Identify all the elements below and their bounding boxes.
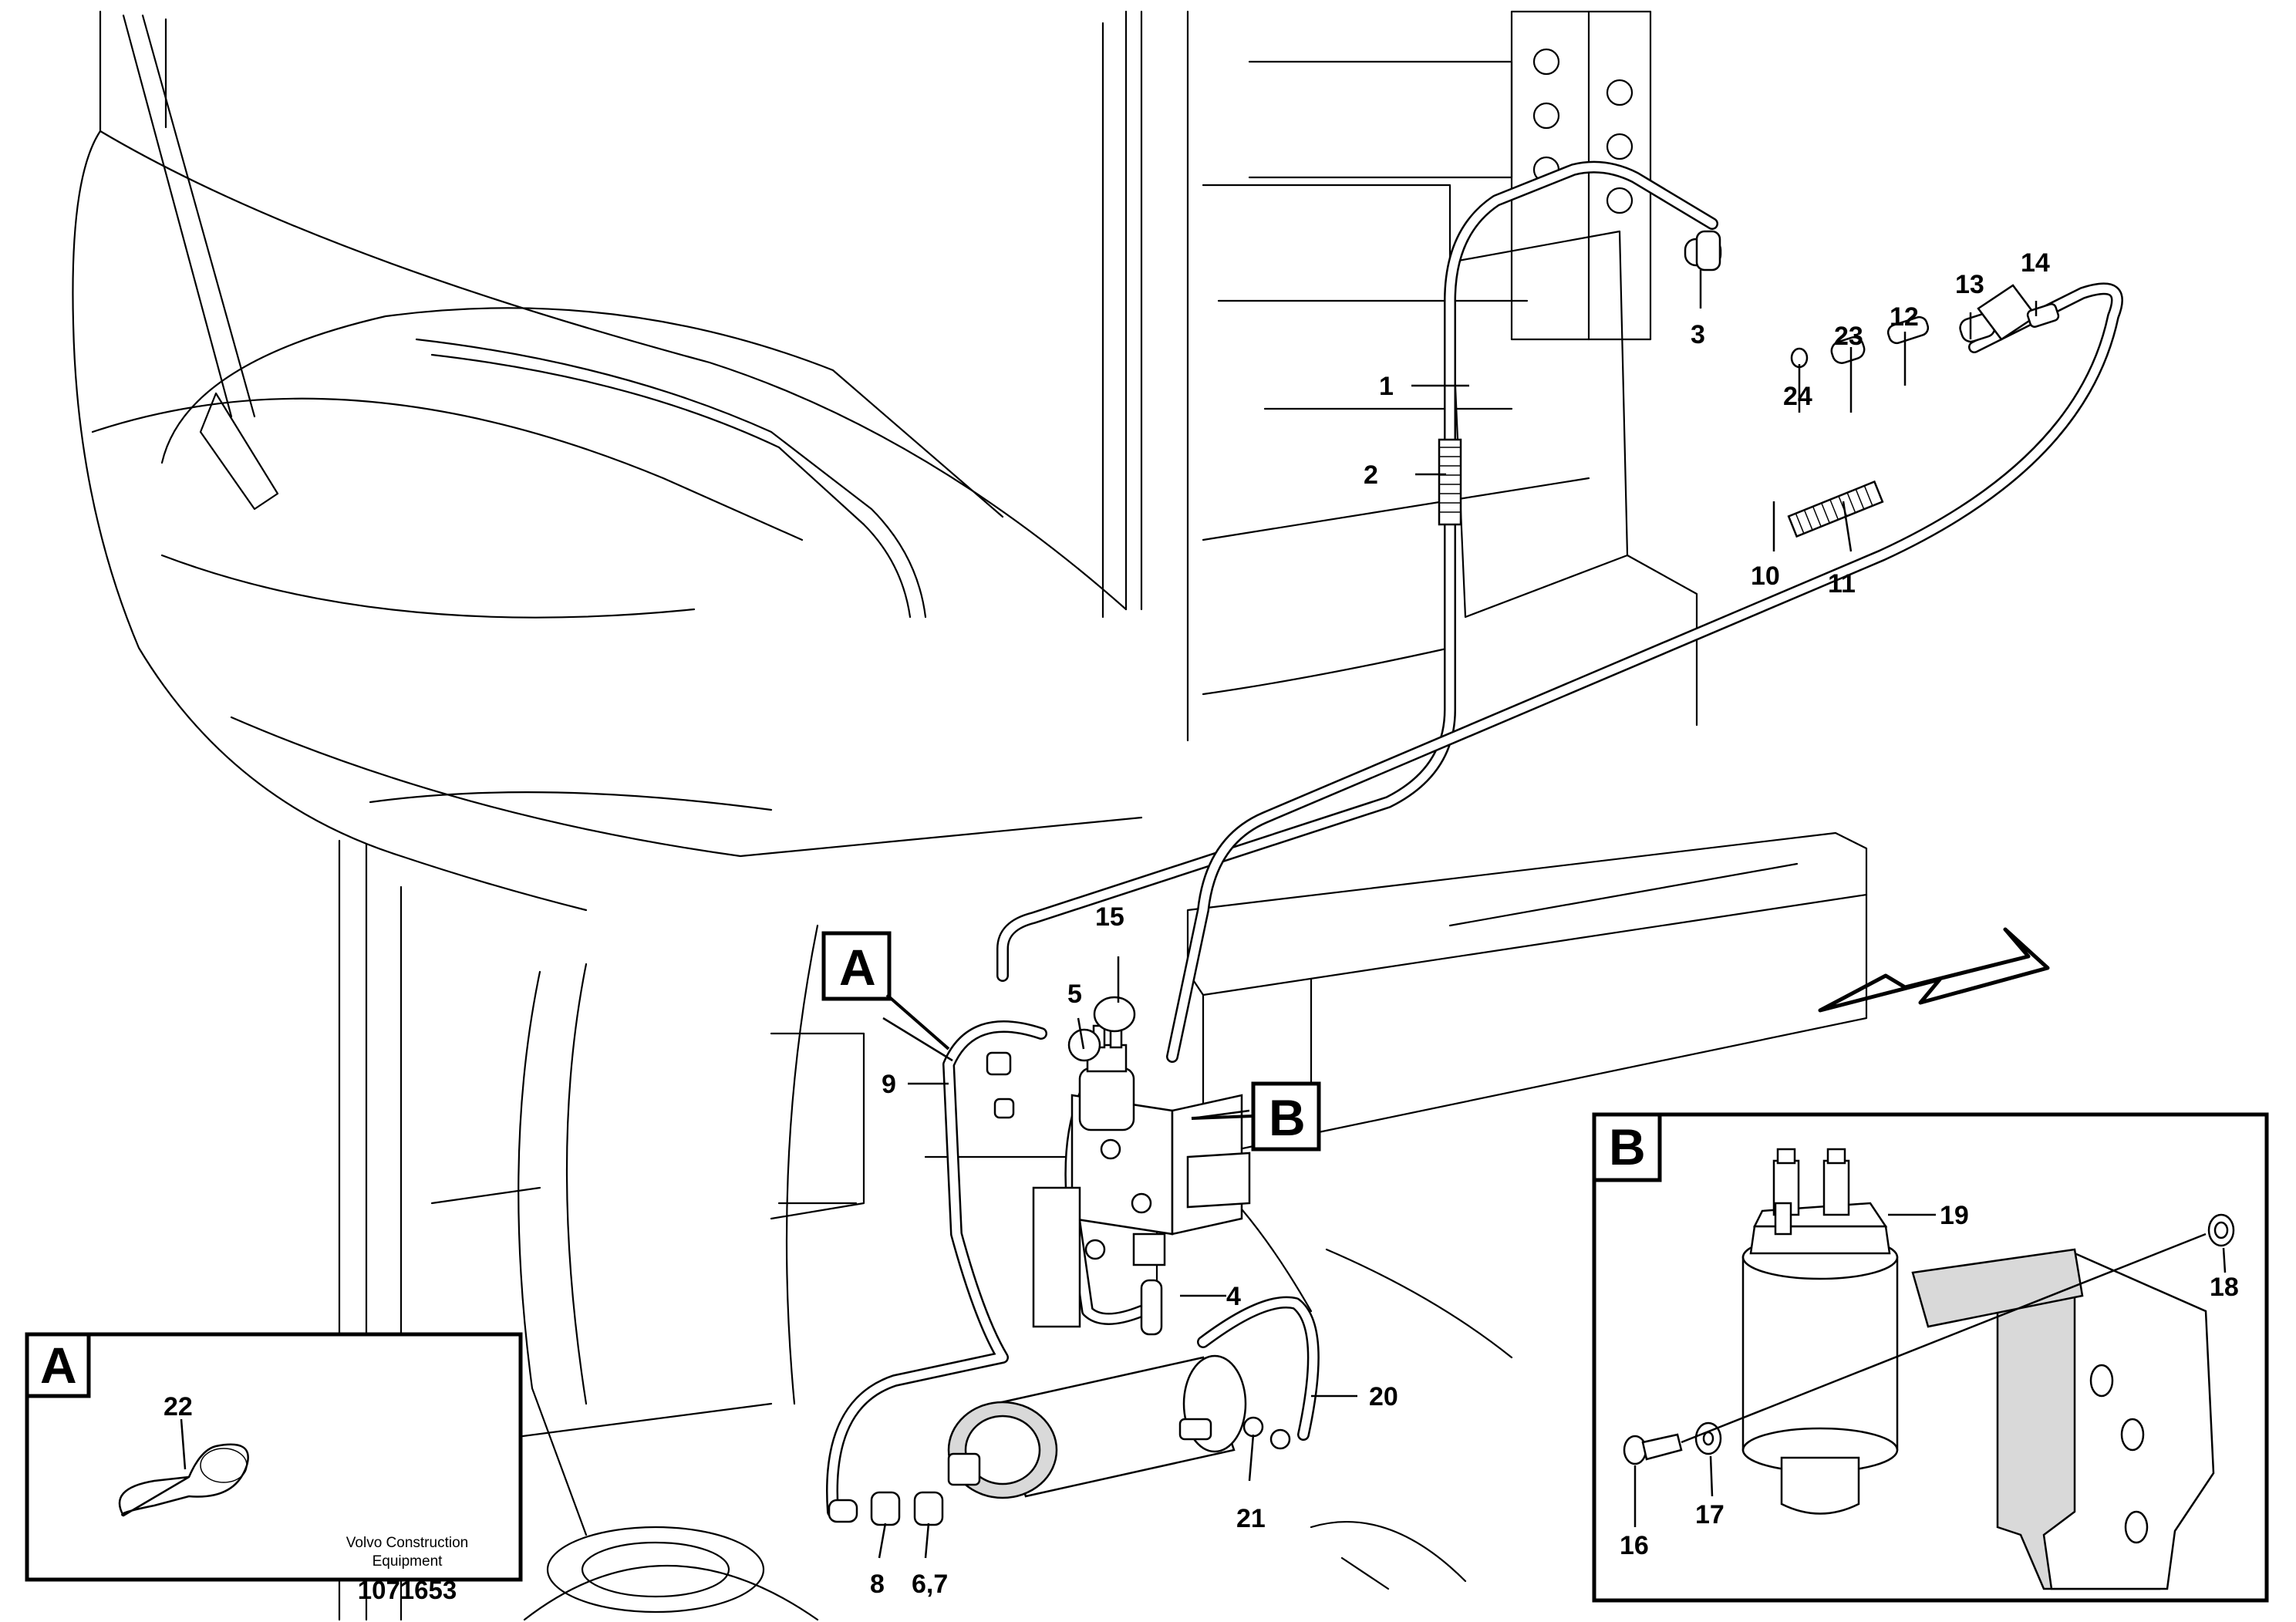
detail-marker-b: B [1191,1081,1321,1152]
callout-13: 13 [1955,270,1984,299]
company-name-line1: Volvo Construction [346,1535,468,1551]
callout-15: 15 [1095,902,1124,932]
callout-1: 1 [1379,372,1394,401]
callout-12: 12 [1890,302,1919,332]
callout-18: 18 [2210,1273,2239,1302]
callout-16: 16 [1620,1531,1649,1560]
callout-14: 14 [2021,248,2050,278]
callout-3: 3 [1691,320,1705,349]
callout-23: 23 [1834,322,1863,351]
washer-17 [1694,1421,1722,1455]
footer: Volvo Construction Equipment 1071653 [346,1535,468,1604]
callout-2: 2 [1364,460,1378,490]
mounting-bracket [1911,1248,2215,1590]
detail-view-a: A 22 [25,1332,523,1582]
callout-9: 9 [882,1070,896,1099]
callout-21: 21 [1236,1504,1266,1533]
cable-tie-icon [118,1443,249,1517]
callout-6-7: 6,7 [912,1570,948,1599]
callout-10: 10 [1751,561,1780,591]
spiral-guard-2 [1438,438,1462,526]
callout-4: 4 [1226,1282,1241,1311]
drawing-number: 1071653 [358,1576,457,1604]
callout-24: 24 [1783,382,1812,411]
svg-text:A: A [839,939,876,996]
svg-text:A: A [40,1337,77,1394]
callout-20: 20 [1369,1382,1398,1411]
callout-8: 8 [870,1570,885,1599]
solenoid-19 [1741,1148,1899,1515]
connector-3 [1684,230,1722,271]
callout-22: 22 [164,1392,193,1421]
nut-18 [2207,1213,2235,1247]
company-name-line2: Equipment [373,1553,443,1570]
callout-5: 5 [1067,980,1082,1009]
svg-text:B: B [1609,1118,1646,1175]
detail-parts-upper [1790,284,2060,369]
callout-11: 11 [1828,569,1856,599]
leader-lines [878,270,2038,1559]
svg-text:B: B [1269,1089,1306,1146]
direction-arrow [1818,927,2050,1013]
callout-19: 19 [1940,1201,1969,1230]
spiral-guard-11 [1787,480,1884,538]
bolt-16 [1623,1433,1683,1465]
component-assembly [828,996,1291,1526]
callouts-main: 1 2 3 4 5 15 9 10 11 24 23 12 13 14 20 2… [870,248,2050,1599]
callout-17: 17 [1695,1500,1725,1529]
detail-marker-a: A [821,931,950,1050]
detail-view-b: B [1592,1112,2269,1603]
